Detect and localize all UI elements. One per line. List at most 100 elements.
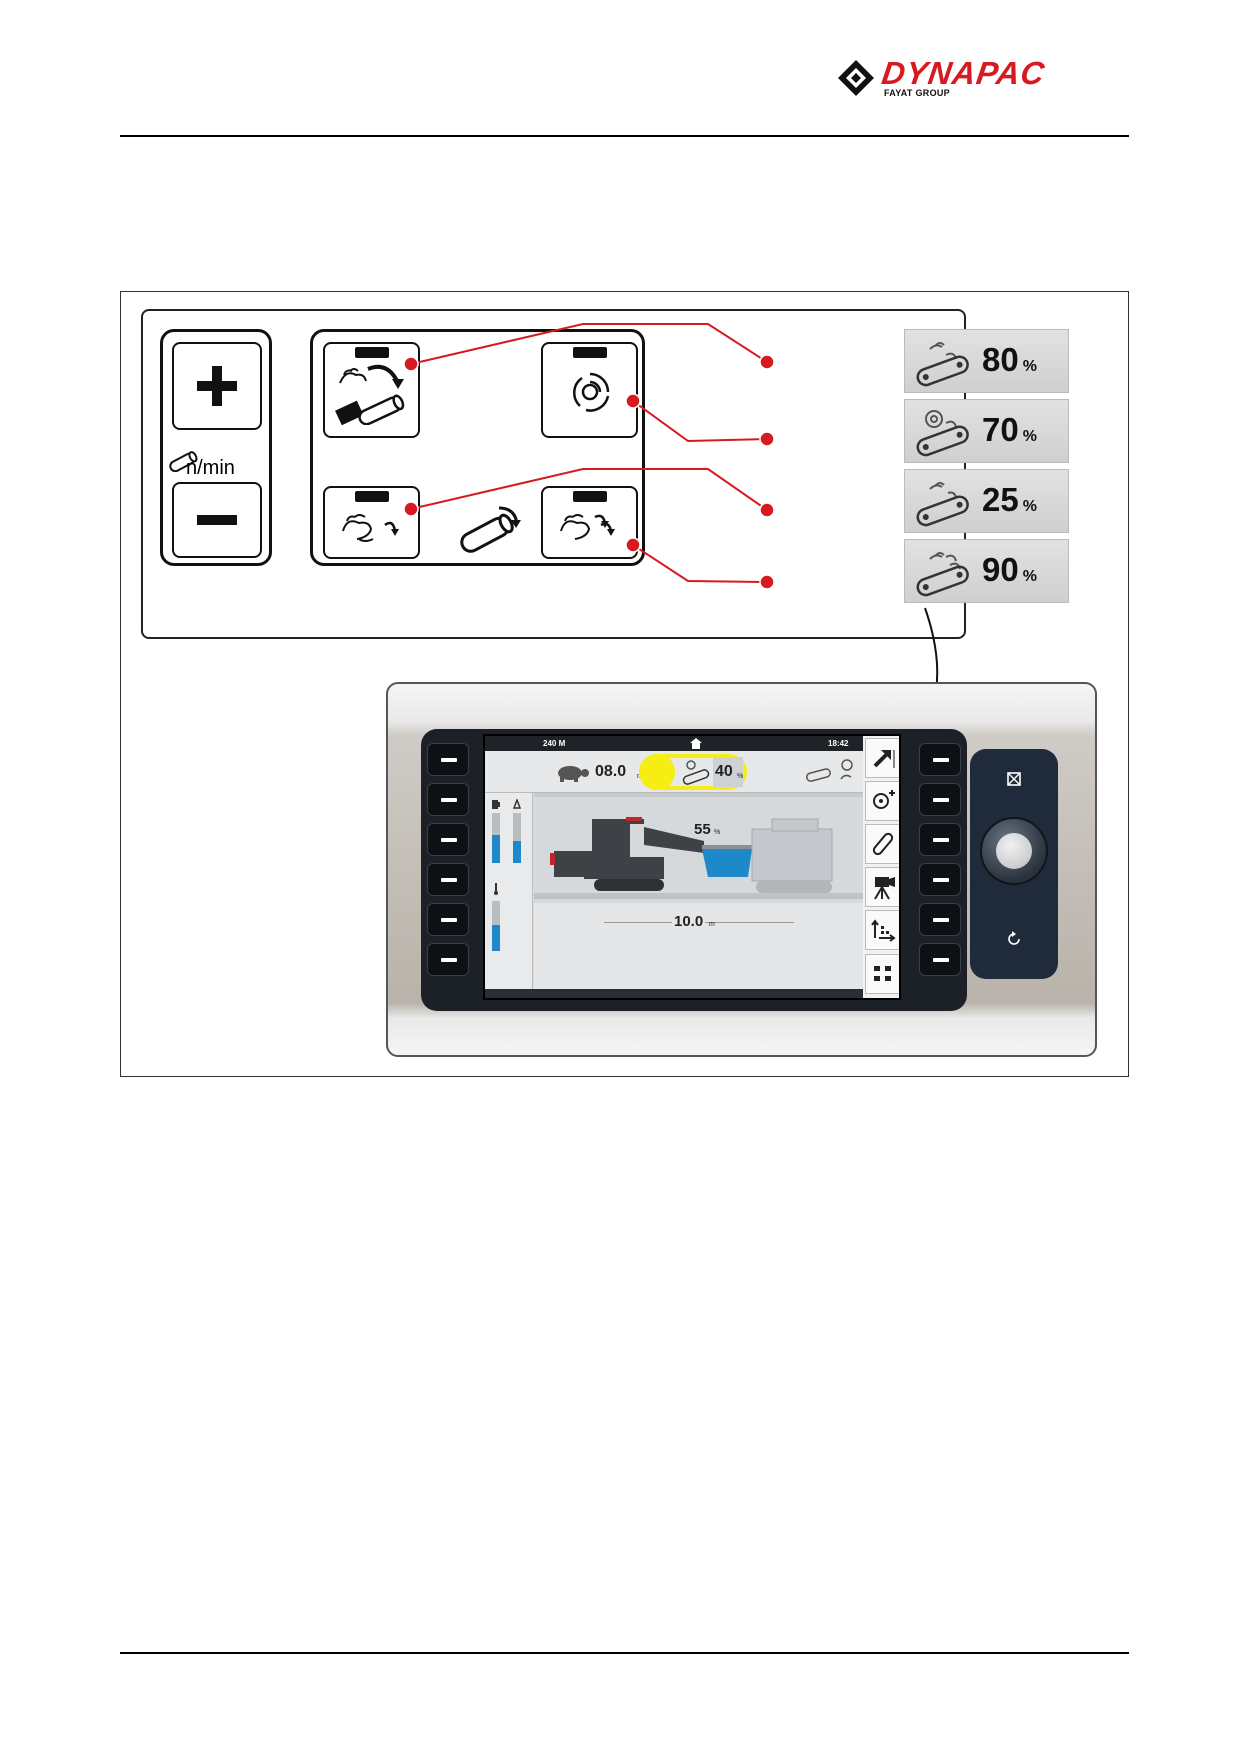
home-icon[interactable]	[690, 738, 702, 749]
menu-conveyor-button[interactable]	[865, 824, 899, 864]
menu-exit-button[interactable]	[865, 738, 899, 778]
camera-tripod-icon	[874, 877, 895, 900]
led-indicator	[572, 491, 607, 502]
softkey-left-6[interactable]	[427, 943, 469, 976]
decrease-button[interactable]	[172, 482, 262, 558]
temperature-gauge	[492, 901, 500, 951]
machine-view: 55 % 10.0 m	[534, 793, 863, 989]
status-left: 240 M	[543, 739, 566, 748]
brand-subtitle: FAYAT GROUP	[884, 88, 950, 98]
hand-icon	[341, 513, 399, 542]
distance-unit: m	[709, 921, 715, 928]
conveyor-tile-2: 70%	[904, 399, 1069, 463]
auger-add-icon	[873, 790, 895, 809]
dynapac-diamond-icon	[838, 60, 874, 96]
tile-value: 90	[982, 551, 1019, 588]
tank-gauge	[513, 813, 521, 863]
menu-grid-button[interactable]	[865, 954, 899, 994]
tank-icon	[512, 799, 522, 809]
manual-conveyor-button[interactable]	[323, 342, 420, 438]
tile-unit: %	[1022, 568, 1037, 585]
info-bar: 08.0 m 40 %	[485, 751, 863, 793]
levelling-icon	[871, 919, 896, 942]
conveyor-unit: %	[737, 773, 744, 780]
softkey-left-5[interactable]	[427, 903, 469, 936]
softkey-left-3[interactable]	[427, 823, 469, 856]
speed-unit-label: n/min	[186, 457, 235, 479]
grid-icon	[874, 966, 891, 981]
softkey-left-1[interactable]	[427, 743, 469, 776]
conveyor-auger-icon	[916, 410, 969, 457]
tile-value: 80	[982, 341, 1019, 378]
tile-unit: %	[1022, 358, 1037, 375]
conveyor-icon	[872, 832, 894, 856]
hand-roller-icon	[334, 364, 404, 425]
machine-graphic	[534, 817, 863, 899]
tile-value: 70	[982, 411, 1019, 448]
increase-button[interactable]	[172, 342, 262, 430]
speed-value: 08.0	[595, 763, 627, 780]
conveyor-manual-auto-icon	[916, 552, 969, 597]
minus-icon	[197, 515, 237, 525]
conveyor-highlight-dot	[639, 754, 675, 790]
conveyor-value: 40	[715, 763, 733, 780]
callout-panel: n/min	[141, 309, 966, 639]
rotary-knob[interactable]	[980, 817, 1048, 885]
menu-levelling-button[interactable]	[865, 910, 899, 950]
conveyor-manual-left-icon	[916, 482, 969, 527]
conveyor-tile-4: 90%	[904, 539, 1069, 603]
menu-camera-button[interactable]	[865, 867, 899, 907]
softkey-right-4[interactable]	[919, 863, 961, 896]
plus-icon	[197, 366, 237, 406]
tile-unit: %	[1022, 498, 1037, 515]
conveyor-manual-right-icon	[916, 342, 969, 387]
softkey-left-2[interactable]	[427, 783, 469, 816]
auger-button[interactable]	[541, 342, 638, 438]
turtle-icon	[558, 766, 589, 782]
softkey-right-6[interactable]	[919, 943, 961, 976]
conveyor-auger-icon	[682, 760, 710, 785]
fuel-icon	[492, 800, 500, 809]
softkey-right-1[interactable]	[919, 743, 961, 776]
brand-name: DYNAPAC	[879, 55, 1048, 91]
speed-keypad: n/min	[160, 329, 272, 566]
hopper-unit: %	[714, 829, 721, 836]
temperature-icon	[494, 883, 498, 895]
screed-roller-icon	[460, 506, 521, 553]
conveyor-status-icons	[806, 759, 853, 782]
arrow-up-right-icon	[873, 750, 895, 768]
conveyor-value-box	[713, 757, 743, 787]
footer-rule	[120, 1652, 1129, 1654]
tile-value: 25	[982, 481, 1019, 518]
softkey-right-5[interactable]	[919, 903, 961, 936]
header-rule	[120, 135, 1129, 137]
led-indicator	[354, 491, 389, 502]
softkey-right-3[interactable]	[919, 823, 961, 856]
leader-lines	[403, 323, 775, 590]
tile-unit: %	[1022, 428, 1037, 445]
conveyor-tile-1: 80%	[904, 329, 1069, 393]
bottom-bar	[485, 989, 863, 998]
enter-icon[interactable]	[1004, 769, 1024, 789]
status-time: 18:42	[828, 739, 849, 748]
menu-auger-settings-button[interactable]	[865, 781, 899, 821]
roller-icon	[169, 451, 198, 472]
hopper-value: 55	[694, 821, 711, 838]
mode-keypad	[310, 329, 645, 566]
manual-auto-button[interactable]	[541, 486, 638, 559]
softkey-right-2[interactable]	[919, 783, 961, 816]
softkey-left-4[interactable]	[427, 863, 469, 896]
manual-left-button[interactable]	[323, 486, 420, 559]
dynapac-logo: DYNAPAC FAYAT GROUP	[836, 54, 1136, 104]
back-icon[interactable]	[1004, 929, 1024, 949]
hand-double-arrow-icon	[559, 513, 615, 540]
control-knob-panel	[970, 749, 1058, 979]
figure-frame: n/min	[120, 291, 1129, 1077]
led-indicator	[354, 347, 389, 358]
conveyor-tile-3: 25%	[904, 469, 1069, 533]
auger-spiral-icon	[572, 372, 609, 412]
led-indicator	[572, 347, 607, 358]
control-display-unit: 240 M 18:42 08.0 m 40 %	[386, 682, 1097, 1057]
fuel-gauge	[492, 813, 500, 863]
level-indicators	[485, 793, 533, 989]
